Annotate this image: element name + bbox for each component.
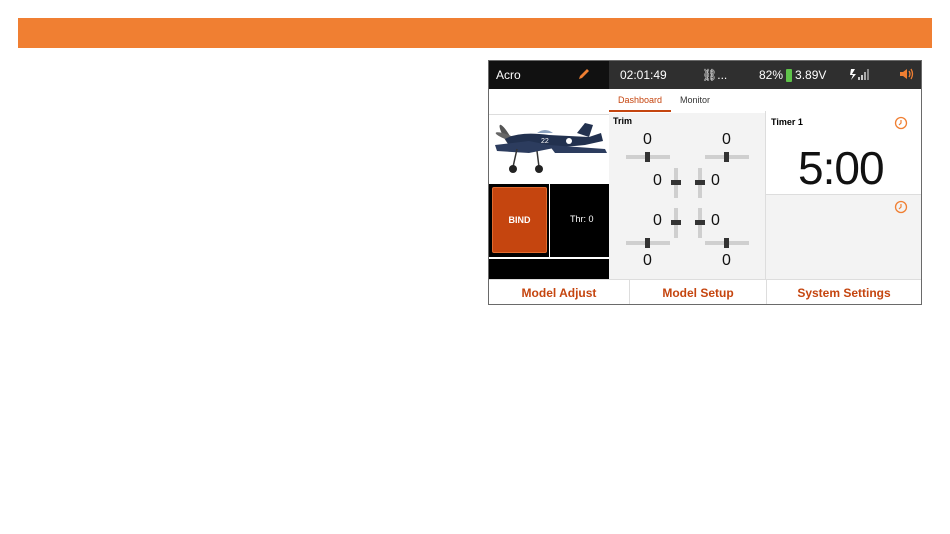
svg-text:22: 22 bbox=[541, 138, 549, 145]
link-icon: ⛓... bbox=[702, 68, 727, 82]
top-banner bbox=[18, 18, 932, 48]
trim-slider-left-bottom[interactable] bbox=[626, 241, 670, 245]
timer-value: 5:00 bbox=[798, 141, 884, 195]
trim-title: Trim bbox=[613, 116, 632, 126]
status-bar: Acro 02:01:49 ⛓... 82% 3.89V bbox=[489, 61, 921, 89]
trim-value-right-bottom: 0 bbox=[722, 252, 731, 270]
trim-slider-right-bottom[interactable] bbox=[705, 241, 749, 245]
clock-time: 02:01:49 bbox=[620, 68, 667, 82]
trim-slider-right-top[interactable] bbox=[705, 155, 749, 159]
trim-value-left-upper: 0 bbox=[653, 172, 662, 190]
system-settings-button[interactable]: System Settings bbox=[767, 280, 921, 305]
battery-voltage: 3.89V bbox=[795, 68, 826, 82]
bind-button[interactable]: BIND bbox=[492, 187, 547, 253]
timer-label: Timer 1 bbox=[771, 117, 803, 127]
throttle-value: Thr: 0 bbox=[570, 214, 594, 224]
pencil-icon[interactable] bbox=[577, 67, 591, 81]
sound-icon[interactable] bbox=[899, 67, 915, 81]
transmitter-screen: Acro 02:01:49 ⛓... 82% 3.89V bbox=[488, 60, 922, 305]
bind-area: BIND Thr: 0 bbox=[489, 184, 609, 257]
tab-dashboard[interactable]: Dashboard bbox=[618, 95, 662, 105]
active-tab-indicator bbox=[609, 110, 671, 112]
battery-icon bbox=[786, 69, 792, 82]
clock-icon[interactable] bbox=[894, 116, 908, 130]
status-info: 02:01:49 ⛓... 82% 3.89V bbox=[609, 61, 921, 89]
tab-monitor[interactable]: Monitor bbox=[680, 95, 710, 105]
trim-value-right-top: 0 bbox=[722, 131, 731, 149]
model-name-box[interactable]: Acro bbox=[489, 61, 609, 89]
trim-slider-right-lower[interactable] bbox=[698, 208, 702, 238]
signal-icon bbox=[849, 67, 873, 81]
model-setup-button[interactable]: Model Setup bbox=[630, 280, 767, 305]
tab-bar: Dashboard Monitor bbox=[609, 89, 765, 113]
trim-slider-left-top[interactable] bbox=[626, 155, 670, 159]
airplane-image: 22 bbox=[489, 114, 609, 183]
battery-percent: 82% bbox=[759, 68, 783, 82]
battery-status: 82% 3.89V bbox=[759, 68, 826, 82]
trim-slider-right-upper[interactable] bbox=[698, 168, 702, 198]
timer-panel: Timer 1 5:00 bbox=[765, 111, 921, 279]
trim-slider-left-upper[interactable] bbox=[674, 168, 678, 198]
trim-panel: Trim 0 0 0 0 0 0 0 0 bbox=[609, 113, 765, 279]
model-info-strip bbox=[489, 258, 609, 279]
bottom-nav: Model Adjust Model Setup System Settings bbox=[489, 279, 921, 304]
model-adjust-button[interactable]: Model Adjust bbox=[489, 280, 630, 305]
clock-icon[interactable] bbox=[894, 200, 908, 214]
trim-value-right-upper: 0 bbox=[711, 172, 720, 190]
trim-value-right-lower: 0 bbox=[711, 212, 720, 230]
model-panel: 22 BIND Thr: 0 bbox=[489, 89, 609, 279]
trim-value-left-lower: 0 bbox=[653, 212, 662, 230]
trim-value-left-top: 0 bbox=[643, 131, 652, 149]
timer-1[interactable]: Timer 1 5:00 bbox=[766, 111, 922, 195]
trim-slider-left-lower[interactable] bbox=[674, 208, 678, 238]
trim-value-left-bottom: 0 bbox=[643, 252, 652, 270]
model-name: Acro bbox=[496, 68, 521, 82]
throttle-box: Thr: 0 bbox=[549, 184, 609, 257]
